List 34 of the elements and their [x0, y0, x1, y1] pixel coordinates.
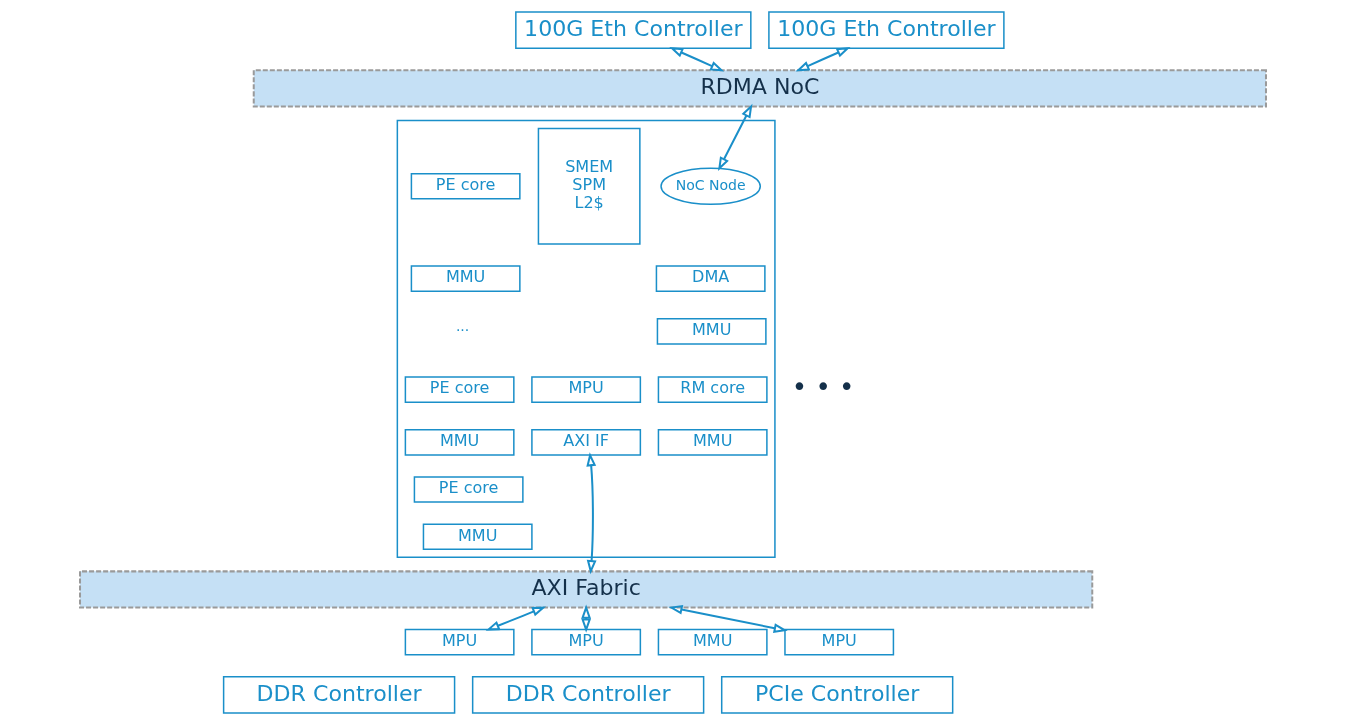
node-box: 100G Eth Controller — [515, 11, 752, 49]
arrow — [717, 103, 753, 171]
node-box: PE core — [404, 376, 515, 403]
node-box: MMU — [657, 628, 768, 656]
node-box: MPU — [531, 628, 642, 656]
node-box: MPU — [404, 628, 515, 656]
node-box: MPU — [784, 628, 895, 656]
node-box: DDR Controller — [471, 676, 705, 714]
node-box: MPU — [531, 376, 642, 403]
label: • • • — [791, 371, 855, 402]
label: ··· — [455, 322, 470, 339]
node-box: RM core — [657, 376, 768, 403]
node-box: PCIe Controller — [720, 676, 954, 714]
node-box: DDR Controller — [222, 676, 456, 714]
node-box: PE core — [410, 172, 521, 200]
arrow — [668, 604, 788, 633]
arrow — [669, 47, 725, 72]
arrow — [485, 606, 547, 631]
node-box: MMU — [657, 429, 768, 456]
node-box: RDMA NoC — [252, 69, 1267, 108]
node-box: MMU — [656, 318, 767, 345]
node-box: AXI IF — [531, 429, 642, 456]
node-box: SMEM SPM L2$ — [537, 127, 641, 245]
arrow — [795, 47, 851, 72]
arrow — [581, 604, 592, 633]
node-ellipse: NoC Node — [660, 167, 762, 206]
node-box: MMU — [410, 265, 521, 292]
node-box: AXI Fabric — [79, 570, 1094, 609]
node-box: PE core — [413, 476, 524, 503]
node-box: 100G Eth Controller — [768, 11, 1005, 49]
node-box: DMA — [655, 265, 766, 292]
arrow — [586, 452, 597, 575]
node-box: MMU — [404, 429, 515, 456]
node-box: MMU — [422, 523, 533, 551]
